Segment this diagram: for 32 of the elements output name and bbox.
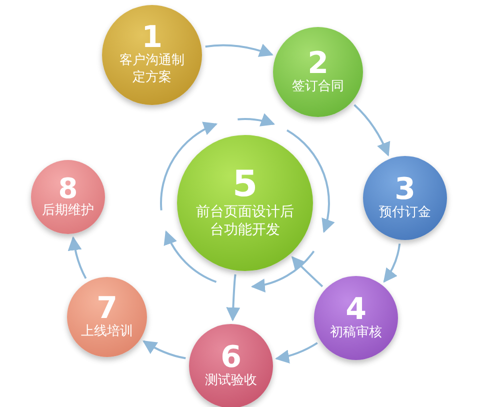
step-number: 7: [96, 294, 118, 324]
step-label: 测试验收: [204, 372, 258, 390]
arrow: [205, 44, 274, 58]
arrow: [68, 236, 87, 279]
step-label: 签订合同: [291, 78, 345, 96]
step-number: 6: [220, 342, 242, 373]
arrow: [354, 104, 390, 156]
step-label: 预付订金: [378, 204, 432, 222]
step-circle: [102, 5, 202, 105]
step-circle: [314, 276, 398, 360]
step-circle: [177, 135, 313, 271]
step-label: 前台页面设计后台功能开发: [195, 202, 295, 240]
step-label: 客户沟通制定方案: [118, 53, 186, 87]
arrow: [291, 256, 324, 288]
arrow: [226, 274, 240, 322]
step-number: 2: [308, 48, 328, 79]
step-label: 上线培训: [80, 324, 134, 340]
step-number: 4: [346, 294, 366, 325]
step-label: 初稿审核: [329, 324, 383, 342]
step-circle: [189, 324, 273, 407]
arrow: [275, 342, 318, 364]
arrow: [142, 340, 186, 360]
step-number: 5: [232, 166, 258, 203]
step-circle: [273, 27, 363, 117]
step-circle: [31, 160, 105, 234]
step-number: 1: [142, 23, 162, 54]
step-label: 后期维护: [41, 202, 95, 220]
step-number: 8: [58, 174, 78, 203]
arrow: [383, 244, 401, 283]
step-number: 3: [394, 174, 416, 205]
step-circle: [363, 156, 447, 240]
step-circle: [67, 277, 147, 357]
